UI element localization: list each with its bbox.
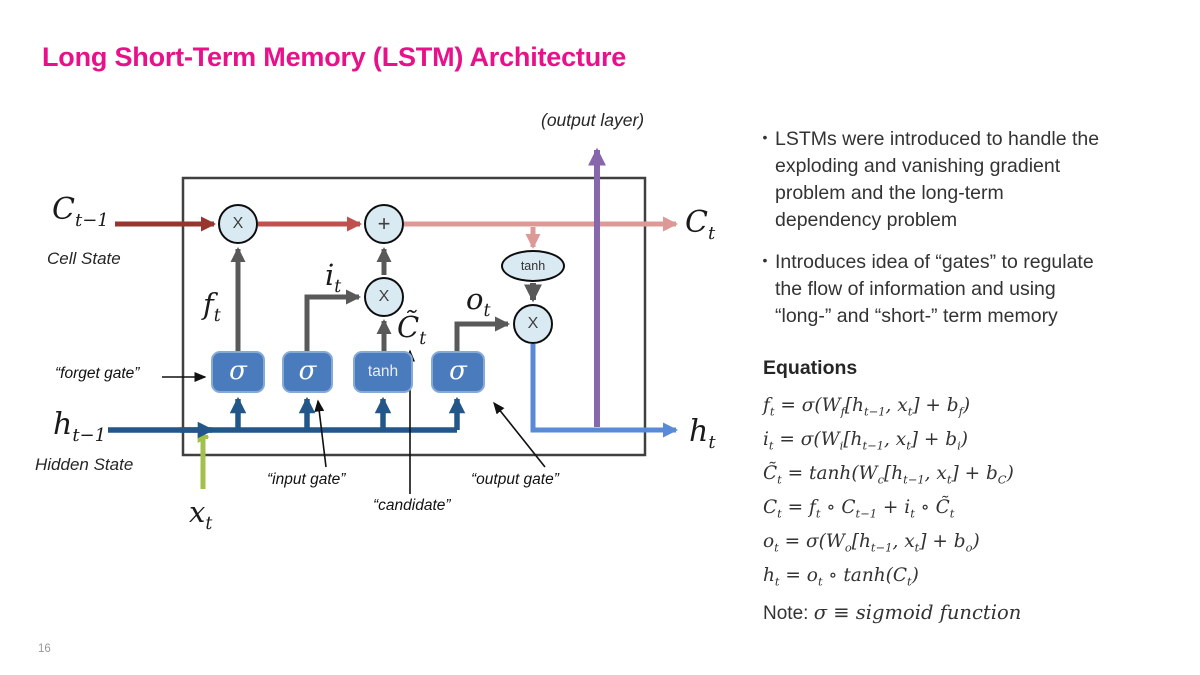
candidate-gate-box: tanh (353, 351, 413, 393)
candidate-gate-label: tanh (367, 363, 399, 380)
lstm-cell-border (181, 176, 647, 457)
bullet-dot: • (762, 129, 768, 145)
input-gate-annotation: “input gate” (267, 471, 346, 488)
output-signal-label: ot (466, 282, 491, 321)
note-prefix: Note: (763, 603, 814, 624)
hidden-state-caption: Hidden State (35, 455, 134, 474)
equations-section: Equations ft = σ(Wf[ht−1, xt] + bf) it =… (755, 357, 1195, 625)
bullet-dot: • (762, 252, 768, 268)
equation-candidate: C̃t = tanh(Wc[ht−1, xt] + bC) (763, 463, 1014, 487)
equation-input: it = σ(Wi[ht−1, xt] + bi) (763, 429, 969, 453)
hidden-state-out-label: ht (689, 414, 716, 453)
equation-cell: Ct = ft ∘ Ct−1 + it ∘ C̃t (763, 497, 955, 521)
output-layer-label: (output layer) (541, 110, 645, 130)
output-to-mul-arrow (454, 316, 511, 351)
input-signal-label: it (325, 258, 342, 297)
multiply-op-forget: X (218, 204, 258, 244)
input-gate-box: σ (282, 351, 333, 393)
cell-state-caption: Cell State (47, 249, 121, 268)
output-gate-label: σ (449, 355, 467, 386)
forget-gate-annotation: “forget gate” (55, 365, 140, 382)
bullet-text: Introduces idea of “gates” to regulate t… (775, 251, 1094, 327)
bullet-text: LSTMs were introduced to handle the expl… (775, 128, 1100, 231)
hidden-out-arrow (530, 344, 679, 438)
forget-gate-box: σ (211, 351, 265, 393)
forget-gate-label: σ (229, 355, 247, 386)
candidate-annotation: “candidate” (373, 497, 451, 514)
multiply-op-output: X (513, 304, 553, 344)
bullet-list: • LSTMs were introduced to handle the ex… (755, 126, 1185, 345)
equation-output: ot = σ(Wo[ht−1, xt] + bo) (763, 531, 980, 555)
tanh-op-ellipse: tanh (501, 250, 565, 282)
equation-hidden: ht = ot ∘ tanh(Ct) (763, 565, 919, 589)
page-number: 16 (38, 643, 51, 655)
input-gate-pointer (314, 399, 327, 468)
forget-signal-label: ft (203, 287, 221, 326)
input-x-label: xt (189, 495, 213, 534)
bullet-item: • Introduces idea of “gates” to regulate… (755, 249, 1185, 330)
cell-state-out-label: Ct (685, 205, 716, 244)
multiply-op-input: X (364, 277, 404, 317)
output-gate-pointer (493, 401, 546, 468)
sigmoid-note: Note: σ ≡ sigmoid function (755, 601, 1195, 625)
page-title: Long Short-Term Memory (LSTM) Architectu… (42, 42, 627, 72)
add-op: + (364, 204, 404, 244)
output-gate-box: σ (431, 351, 485, 393)
hidden-state-in-label: ht−1 (53, 407, 107, 446)
input-gate-label: σ (298, 355, 317, 386)
output-gate-annotation: “output gate” (471, 471, 559, 488)
cell-state-in-label: Ct−1 (52, 192, 109, 231)
equations-heading: Equations (763, 357, 858, 379)
input-to-mul-arrow (304, 289, 362, 351)
candidate-signal-label: C̃t (397, 310, 427, 349)
bullet-item: • LSTMs were introduced to handle the ex… (755, 126, 1185, 234)
note-math: σ ≡ sigmoid function (813, 601, 1022, 624)
equation-forget: ft = σ(Wf[ht−1, xt] + bf) (763, 395, 971, 419)
